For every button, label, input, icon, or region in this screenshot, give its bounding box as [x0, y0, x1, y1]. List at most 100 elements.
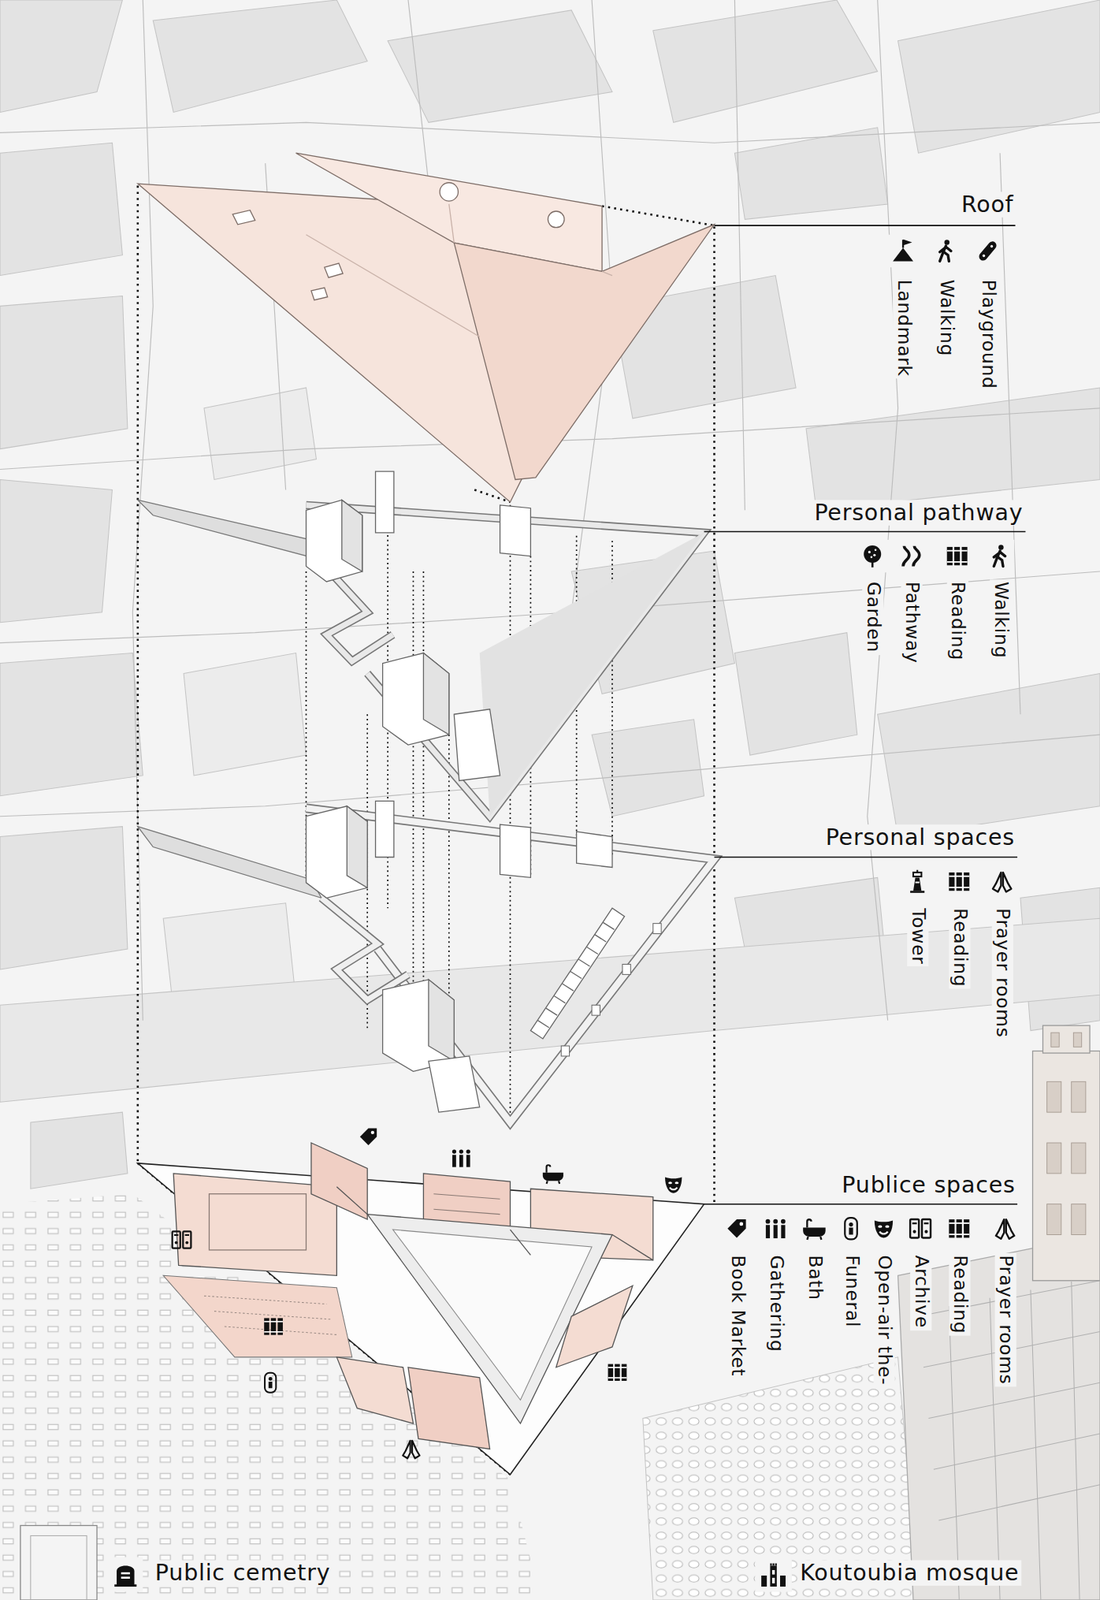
plan-icons-part	[402, 1440, 420, 1459]
program-label: Prayer rooms	[994, 1252, 1016, 1387]
projection-lines-part	[602, 206, 714, 227]
roof-layer-part	[547, 211, 565, 228]
public-layer-part	[556, 1285, 633, 1368]
legend-icons-part	[863, 545, 881, 568]
spaces-layer-part	[537, 921, 614, 1027]
spaces-layer-part	[561, 923, 662, 1056]
city-map-part	[0, 0, 1100, 1021]
mosque-grounds-part	[1047, 1032, 1086, 1234]
legend-icons-part	[910, 1218, 931, 1238]
legend-icons-part	[114, 1565, 137, 1587]
city-map-part	[734, 632, 857, 755]
legend-icons-part	[754, 1557, 792, 1592]
legend-icons-part	[902, 865, 1017, 898]
legend-icons-part	[107, 1557, 143, 1592]
pathway-layer-part	[453, 709, 500, 781]
legend-icons-part	[940, 239, 952, 261]
mosque-grounds-part-part	[1071, 1142, 1086, 1174]
city-map-part-part	[734, 0, 745, 510]
leader-lines-part	[704, 531, 1026, 533]
program-label: Landmark	[892, 277, 915, 379]
public-layer-part	[408, 1367, 491, 1450]
leader-lines-part	[704, 1203, 1019, 1205]
legend-icons-part	[765, 1218, 786, 1238]
program-label: Reading	[948, 906, 970, 989]
program-label: Pathway	[900, 579, 922, 666]
program-label: Archive	[910, 1252, 932, 1331]
public-layer-part	[208, 1193, 306, 1250]
city-map-part	[152, 0, 368, 112]
program-label: Playground	[977, 277, 999, 391]
pathway-layer-part	[305, 505, 704, 817]
spaces-layer-part	[137, 826, 322, 899]
legend-icons-part	[948, 1218, 970, 1238]
pathway-layer-part	[500, 505, 532, 557]
roof-layer-part	[453, 224, 714, 480]
spaces-layer-part	[346, 806, 368, 889]
legend-icons-part	[910, 869, 925, 893]
layer-heading: Publice spaces	[839, 1172, 1018, 1199]
legend-icons-part	[761, 1563, 786, 1587]
pathway-layer-part	[375, 471, 394, 533]
projection-lines-part	[305, 505, 612, 1123]
pathway-layer-part	[341, 499, 363, 572]
spaces-layer-part	[576, 831, 613, 867]
pathway-layer-part	[137, 499, 319, 559]
city-map-part	[877, 672, 1100, 837]
mosque-grounds-part-part	[1047, 1142, 1062, 1174]
city-map-part	[0, 0, 123, 112]
city-map-part	[734, 127, 888, 220]
public-layer-part	[204, 1295, 337, 1335]
legend-icons-part	[727, 1218, 746, 1238]
roof-layer	[137, 152, 715, 502]
map-key-label: Koutoubia mosque	[798, 1560, 1022, 1587]
legend-icons-part	[892, 239, 914, 261]
legend-icons-part	[977, 239, 998, 262]
city-map-part	[591, 719, 704, 817]
spaces-layer-part-part	[653, 923, 662, 934]
plan-icons-part	[263, 1317, 283, 1335]
plan-icons-part	[264, 1372, 276, 1393]
city-map-part-part	[0, 122, 1100, 143]
mosque-grounds-part-part	[1047, 1204, 1062, 1235]
mosque-grounds-part	[1042, 1025, 1090, 1053]
program-label: Tower	[906, 906, 929, 967]
roof-layer-part	[324, 263, 343, 278]
plan-icons-part	[172, 1230, 192, 1248]
roof-layer-part	[305, 204, 612, 337]
program-label: Garden	[862, 579, 884, 655]
program-label: Bath	[803, 1252, 825, 1302]
spaces-layer-part	[321, 897, 409, 1000]
projection-lines-part	[713, 226, 716, 1204]
program-label: Gathering	[765, 1252, 787, 1354]
legend-icons-part	[802, 1218, 825, 1240]
plan-icons-part	[608, 1363, 628, 1381]
pathway-layer	[137, 471, 705, 817]
plan-icons	[172, 1128, 683, 1459]
leader-lines	[704, 225, 1026, 1205]
cemetery-ground-part	[30, 1534, 87, 1600]
program-label: Open-air the-	[873, 1252, 895, 1387]
city-map-part	[204, 387, 316, 480]
city-map-part-part	[0, 734, 1100, 817]
legend-icons-part	[903, 546, 920, 567]
mosque-grounds	[642, 1025, 1100, 1600]
pathway-layer-part	[382, 653, 450, 746]
public-layer-part	[336, 1186, 653, 1260]
city-map-part	[0, 142, 123, 275]
public-layer-part	[137, 1163, 705, 1475]
city-map-part	[0, 826, 128, 970]
program-label: Walking	[989, 579, 1011, 660]
public-layer-part	[163, 1274, 353, 1357]
mosque-grounds-part	[898, 1234, 1100, 1600]
mosque-grounds-part-part	[1071, 1204, 1086, 1235]
spaces-layer-part-part	[591, 1004, 600, 1015]
legend-icons-part	[993, 544, 1005, 566]
program-label: Book Market	[726, 1252, 748, 1379]
legend-icons-part	[874, 1219, 893, 1238]
city-map-part	[183, 653, 306, 776]
program-label: Reading	[947, 579, 969, 662]
roof-layer-part	[232, 210, 255, 225]
